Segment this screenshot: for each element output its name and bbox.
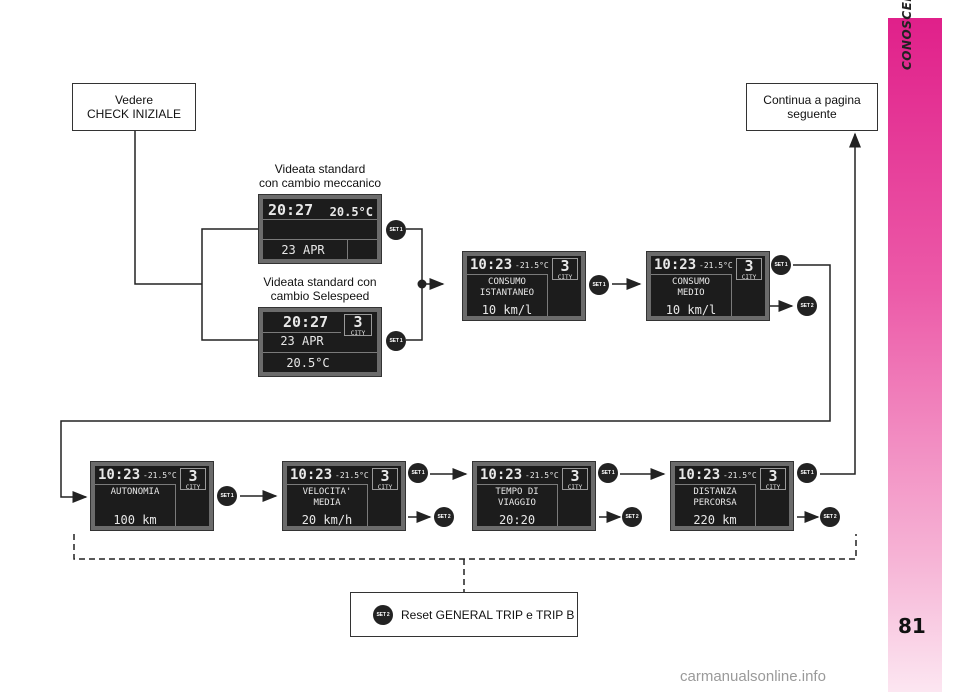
gear-mode: CITY bbox=[741, 274, 757, 281]
set2-button[interactable]: SET 2 bbox=[434, 507, 454, 527]
display-temp: -21.5°C bbox=[143, 471, 177, 480]
display-standard-selespeed: 20:27 3 CITY 23 APR 20.5°C bbox=[258, 307, 382, 377]
trip-label-2: MEDIA bbox=[313, 498, 341, 508]
reset-box: SET 2 Reset GENERAL TRIP e TRIP B bbox=[350, 592, 578, 637]
trip-value: 10 km/l bbox=[481, 303, 533, 317]
set1-button[interactable]: SET 1 bbox=[217, 486, 237, 506]
caption-manual-line2: con cambio meccanico bbox=[258, 176, 382, 190]
gear-number: 3 bbox=[380, 467, 390, 485]
trip-label-1: DISTANZA bbox=[693, 487, 737, 497]
display-temp: -21.5°C bbox=[515, 261, 549, 270]
page-sidebar bbox=[888, 18, 942, 692]
display-time: 10:23 bbox=[480, 467, 523, 483]
display-temp: -21.5°C bbox=[699, 261, 733, 270]
set1-button[interactable]: SET 1 bbox=[386, 331, 406, 351]
gear-indicator: 3 CITY bbox=[344, 313, 372, 337]
check-iniziale-box: Vedere CHECK INIZIALE bbox=[72, 83, 196, 131]
trip-value: 10 km/l bbox=[665, 303, 717, 317]
display-time: 10:23 bbox=[470, 257, 513, 273]
trip-label-1: TEMPO DI bbox=[495, 487, 539, 497]
start-box-line2: CHECK INIZIALE bbox=[86, 107, 182, 121]
gear-number: 3 bbox=[353, 313, 363, 331]
display-date: 23 APR bbox=[281, 243, 325, 257]
display-temp: -21.5°C bbox=[335, 471, 369, 480]
gear-number: 3 bbox=[744, 257, 754, 275]
trip-label-2: PERCORSA bbox=[693, 498, 737, 508]
gear-number: 3 bbox=[188, 467, 198, 485]
display-time: 10:23 bbox=[98, 467, 141, 483]
trip-value: 100 km bbox=[113, 513, 157, 527]
display-temp: 20.5°C bbox=[329, 205, 373, 219]
display-temp: -21.5°C bbox=[525, 471, 559, 480]
set2-button[interactable]: SET 2 bbox=[820, 507, 840, 527]
trip-value: 220 km bbox=[693, 513, 737, 527]
start-box-line1: Vedere bbox=[114, 93, 154, 107]
gear-number: 3 bbox=[768, 467, 778, 485]
trip-value: 20 km/h bbox=[301, 513, 353, 527]
display-time: 20:27 bbox=[283, 313, 329, 331]
watermark: carmanualsonline.info bbox=[680, 668, 826, 685]
set1-button[interactable]: SET 1 bbox=[589, 275, 609, 295]
trip-label-1: CONSUMO bbox=[672, 277, 710, 287]
set2-button[interactable]: SET 2 bbox=[373, 604, 393, 625]
caption-selespeed-line1: Videata standard con bbox=[263, 275, 377, 289]
gear-mode: CITY bbox=[765, 484, 781, 491]
gear-mode: CITY bbox=[377, 484, 393, 491]
continue-box: Continua a pagina seguente bbox=[746, 83, 878, 131]
display-standard-manual: 20:27 20.5°C 23 APR bbox=[258, 194, 382, 264]
display-temp: -21.5°C bbox=[723, 471, 757, 480]
page-number: 81 bbox=[898, 614, 926, 638]
continue-box-line2: seguente bbox=[787, 107, 837, 121]
trip-label-2: MEDIO bbox=[677, 288, 705, 298]
caption-selespeed-line2: cambio Selespeed bbox=[270, 289, 370, 303]
display-time: 10:23 bbox=[678, 467, 721, 483]
set2-button[interactable]: SET 2 bbox=[797, 296, 817, 316]
caption-manual: Videata standard con cambio meccanico bbox=[240, 162, 400, 190]
trip-value: 20:20 bbox=[498, 513, 536, 527]
gear-mode: CITY bbox=[350, 330, 366, 337]
set1-button[interactable]: SET 1 bbox=[797, 463, 817, 483]
trip-label-1: VELOCITA' bbox=[302, 487, 352, 497]
gear-mode: CITY bbox=[557, 274, 573, 281]
trip-label-1: CONSUMO bbox=[488, 277, 526, 287]
display-temp: 20.5°C bbox=[286, 356, 330, 370]
gear-mode: CITY bbox=[567, 484, 583, 491]
reset-text: Reset GENERAL TRIP e TRIP B bbox=[401, 607, 575, 622]
display-date: 23 APR bbox=[280, 334, 324, 348]
trip-label-1: AUTONOMIA bbox=[110, 487, 160, 497]
set1-button[interactable]: SET 1 bbox=[386, 220, 406, 240]
set2-button[interactable]: SET 2 bbox=[622, 507, 642, 527]
display-time: 10:23 bbox=[290, 467, 333, 483]
set1-button[interactable]: SET 1 bbox=[771, 255, 791, 275]
display-time: 10:23 bbox=[654, 257, 697, 273]
set1-button[interactable]: SET 1 bbox=[408, 463, 428, 483]
gear-number: 3 bbox=[560, 257, 570, 275]
display-time: 20:27 bbox=[268, 201, 314, 219]
trip-label-2: VIAGGIO bbox=[498, 498, 536, 508]
trip-label-2: ISTANTANEO bbox=[479, 288, 535, 298]
continue-box-line1: Continua a pagina bbox=[763, 93, 861, 107]
gear-mode: CITY bbox=[185, 484, 201, 491]
caption-manual-line1: Videata standard bbox=[274, 162, 366, 176]
gear-number: 3 bbox=[570, 467, 580, 485]
set1-button[interactable]: SET 1 bbox=[598, 463, 618, 483]
caption-selespeed: Videata standard con cambio Selespeed bbox=[240, 275, 400, 303]
